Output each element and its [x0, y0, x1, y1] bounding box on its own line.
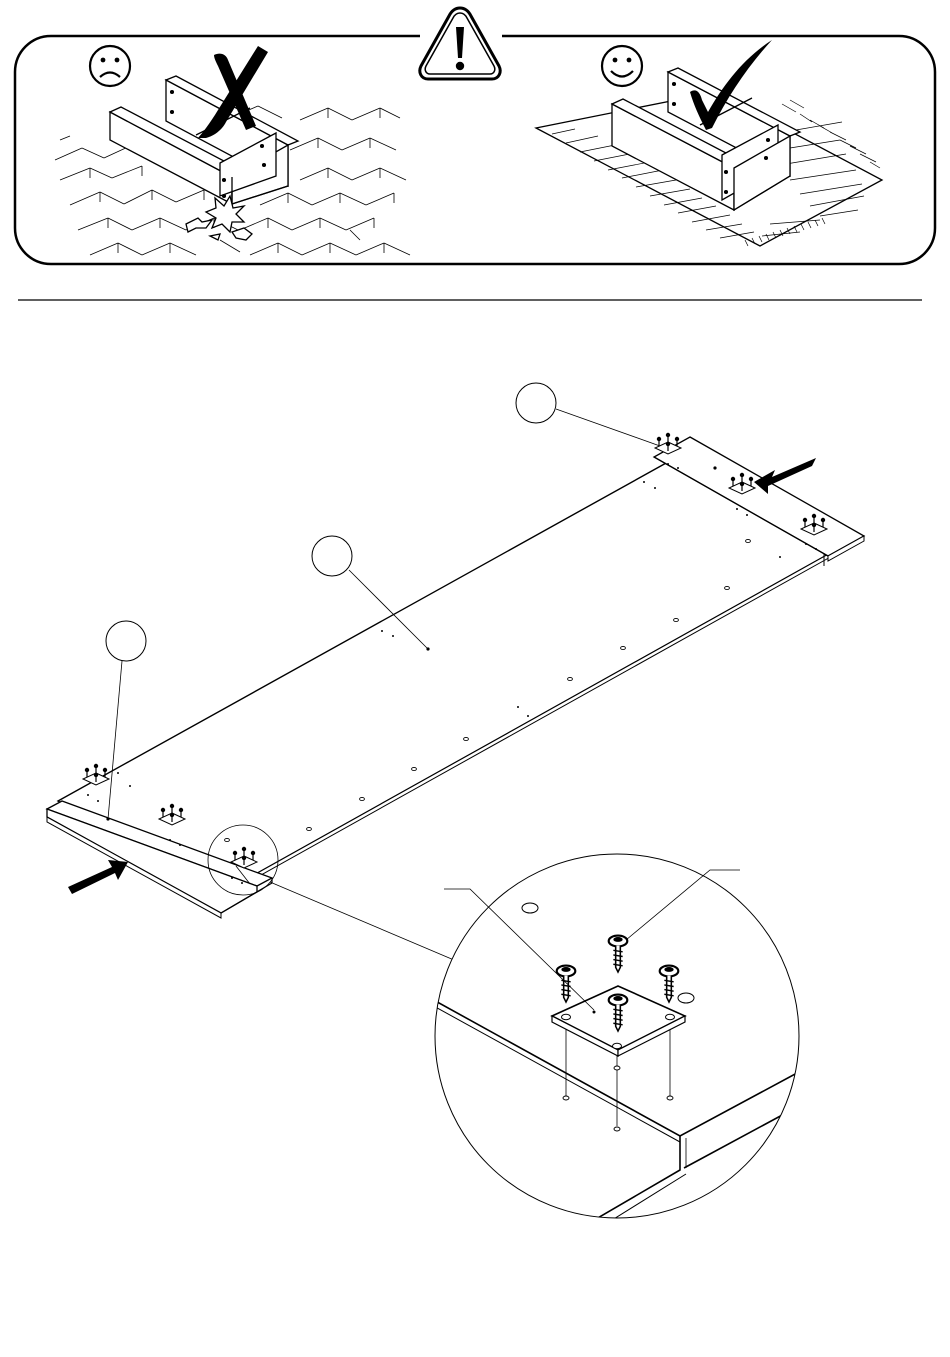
zoom-detail	[430, 854, 810, 1240]
arrow-left-icon	[754, 458, 816, 494]
smiley-face-icon	[602, 46, 642, 86]
main-panel	[58, 452, 834, 899]
exclamation-triangle-icon	[420, 8, 500, 79]
sad-face-icon	[90, 46, 130, 86]
arrow-right-icon	[68, 860, 128, 894]
